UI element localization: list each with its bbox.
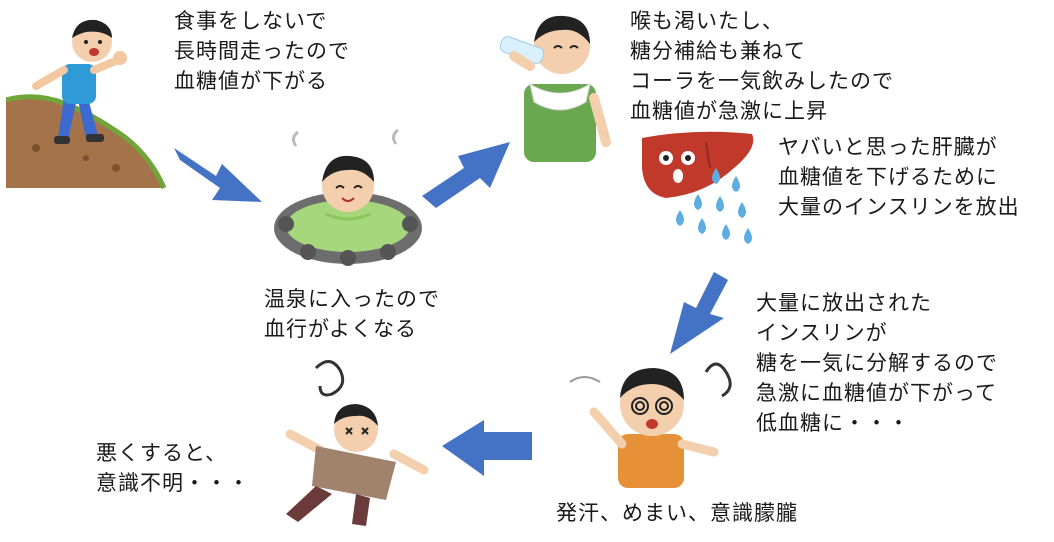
step-1-line-2: 長時間走ったので [174, 39, 350, 63]
liver-insulin-illustration [642, 131, 754, 244]
arrow-1-shape [174, 148, 262, 202]
step-3-line-4: 血糖値が急激に上昇 [630, 99, 828, 123]
step-6-text: 発汗、めまい、意識朦朧 [556, 498, 798, 528]
step-4-line-1: ヤバいと思った肝臓が [778, 135, 998, 159]
arrow-2 [422, 142, 510, 208]
step-1-text: 食事をしないで 長時間走ったので 血糖値が下がる [174, 6, 350, 96]
step-5-line-1: 大量に放出された [756, 291, 932, 315]
step-7-line-1: 悪くすると、 [96, 441, 228, 465]
step-7-text: 悪くすると、 意識不明・・・ [96, 438, 250, 498]
runner-illustration [6, 19, 166, 189]
step-3-line-2: 糖分補給も兼ねて [630, 39, 806, 63]
arrow-3-shape [670, 272, 728, 354]
arrow-1 [174, 148, 262, 202]
step-4-text: ヤバいと思った肝臓が 血糖値を下げるために 大量のインスリンを放出 [778, 132, 1020, 222]
step-2-line-1: 温泉に入ったので [264, 287, 440, 311]
hot-spring-illustration [274, 128, 422, 266]
step-5-line-2: インスリンが [756, 321, 888, 345]
fainted-illustration [285, 360, 429, 526]
step-2-text: 温泉に入ったので 血行がよくなる [264, 284, 440, 344]
step-3-line-3: コーラを一気飲みしたので [630, 69, 894, 93]
arrow-4-shape [442, 420, 532, 476]
step-3-text: 喉も渇いたし、 糖分補給も兼ねて コーラを一気飲みしたので 血糖値が急激に上昇 [630, 6, 894, 126]
arrow-4 [442, 420, 532, 476]
dizzy-illustration [569, 362, 732, 488]
step-5-text: 大量に放出された インスリンが 糖を一気に分解するので 急激に血糖値が下がって … [756, 288, 998, 438]
step-5-line-3: 糖を一気に分解するので [756, 351, 998, 375]
step-1-line-3: 血糖値が下がる [174, 69, 328, 93]
step-4-line-2: 血糖値を下げるために [778, 165, 998, 189]
step-3-line-1: 喉も渇いたし、 [630, 9, 784, 33]
step-1-line-1: 食事をしないで [174, 9, 328, 33]
arrow-3 [670, 272, 728, 354]
arrow-2-shape [422, 142, 510, 208]
drinking-illustration [499, 15, 611, 162]
step-5-line-5: 低血糖に・・・ [756, 411, 910, 435]
step-7-line-2: 意識不明・・・ [96, 471, 250, 495]
step-5-line-4: 急激に血糖値が下がって [756, 381, 997, 405]
step-2-line-2: 血行がよくなる [264, 317, 417, 341]
step-6-line-1: 発汗、めまい、意識朦朧 [556, 501, 798, 525]
step-4-line-3: 大量のインスリンを放出 [778, 195, 1020, 219]
